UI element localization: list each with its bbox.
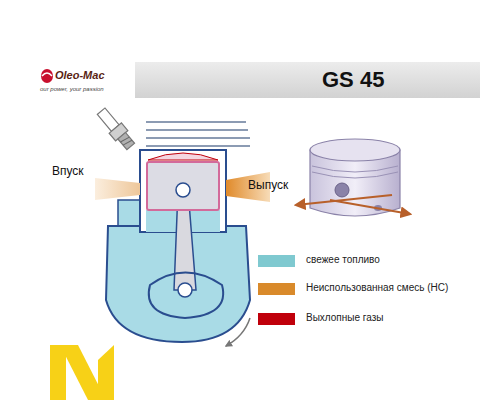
title-band bbox=[135, 62, 480, 98]
crank-pin bbox=[178, 283, 192, 297]
flow-arrow bbox=[296, 195, 392, 205]
cooling-fins bbox=[146, 122, 250, 146]
brand-mark bbox=[50, 345, 114, 400]
intake-port bbox=[95, 178, 140, 200]
logo-emblem bbox=[41, 69, 53, 83]
logo-text: our power, your passion bbox=[40, 86, 104, 92]
legend-swatch bbox=[258, 313, 295, 325]
legend-swatch bbox=[258, 255, 295, 267]
rotation-arrow bbox=[226, 318, 250, 346]
spark-plug bbox=[95, 106, 137, 152]
logo-emblem bbox=[42, 73, 52, 76]
title: GS 45 bbox=[322, 67, 384, 93]
piston bbox=[147, 162, 219, 210]
port-label: Впуск bbox=[52, 164, 84, 178]
legend-label: Неиспользованная смесь (HC) bbox=[306, 282, 448, 293]
crankshaft bbox=[149, 273, 223, 319]
legend-label: свежее топливо bbox=[306, 254, 380, 265]
piston-pin bbox=[176, 183, 190, 197]
legend-swatch bbox=[258, 283, 295, 295]
port-label: Выпуск bbox=[248, 178, 288, 192]
logo-text: Oleo-Mac bbox=[55, 69, 105, 81]
flow-arrow bbox=[330, 200, 410, 214]
combustion-chamber bbox=[148, 153, 218, 160]
legend-label: Выхлопные газы bbox=[306, 312, 383, 323]
